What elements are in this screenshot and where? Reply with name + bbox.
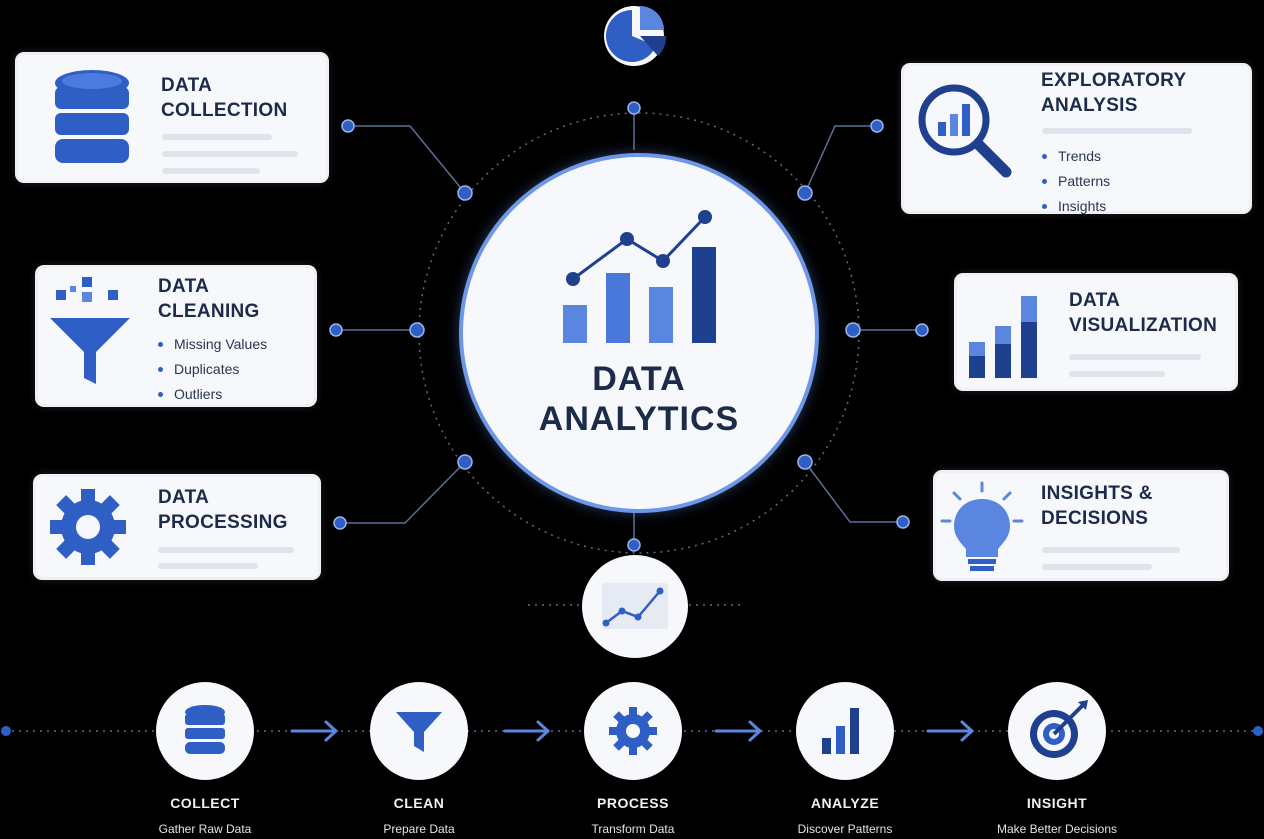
card-exploratory-analysis: EXPLORATORY ANALYSIS Trends Patterns Ins… [904, 66, 1249, 214]
step-label: COLLECT [170, 795, 240, 811]
step-analyze [796, 682, 894, 780]
text-placeholder-line [1069, 354, 1201, 360]
lightbulb-icon [940, 481, 1024, 571]
database-icon [185, 705, 225, 754]
text-placeholder-line [162, 168, 260, 174]
gear-icon [50, 489, 126, 565]
bar-chart-icon [822, 708, 859, 754]
text-placeholder-line [162, 134, 272, 140]
step-subtitle: Prepare Data [383, 822, 455, 836]
step-subtitle: Make Better Decisions [996, 822, 1118, 836]
step-label: INSIGHT [1026, 795, 1088, 811]
list-item: Missing Values [158, 332, 267, 357]
database-icon [55, 70, 129, 163]
cleaning-items-list: Missing Values Duplicates Outliers [158, 332, 267, 407]
step-subtitle: Discover Patterns [797, 822, 893, 836]
card-data-processing: DATA PROCESSING [36, 477, 318, 577]
text-placeholder-line [1069, 371, 1165, 377]
step-collect [156, 682, 254, 780]
bar-chart-icon [969, 296, 1037, 378]
card-title: DATA VISUALIZATION [1069, 290, 1218, 336]
funnel-icon [50, 277, 130, 384]
step-label: PROCESS [597, 795, 669, 811]
card-title: DATA COLLECTION [161, 75, 288, 121]
card-title: DATA PROCESSING [158, 487, 288, 533]
hub-title: DATA ANALYTICS [538, 360, 740, 438]
text-placeholder-line [1042, 547, 1180, 553]
list-item: Patterns [1042, 169, 1110, 194]
text-placeholder-line [162, 151, 298, 157]
card-data-collection: DATA COLLECTION [18, 55, 326, 180]
step-process [584, 682, 682, 780]
step-label: CLEAN [393, 795, 445, 811]
list-item: Duplicates [158, 357, 267, 382]
step-subtitle: Gather Raw Data [158, 822, 252, 836]
card-insights-decisions: INSIGHTS & DECISIONS [936, 473, 1226, 578]
line-chart-badge [582, 555, 688, 658]
funnel-icon [396, 712, 442, 752]
step-label: ANALYZE [810, 795, 880, 811]
gear-icon [609, 707, 657, 755]
trend-bar-chart-icon [563, 210, 716, 343]
list-item: Outliers [158, 382, 267, 407]
data-analytics-hub: DATA ANALYTICS [463, 157, 815, 509]
line-chart-icon [602, 583, 668, 629]
magnifier-chart-icon [918, 84, 1012, 178]
text-placeholder-line [1042, 564, 1152, 570]
step-subtitle: Transform Data [591, 822, 675, 836]
exploratory-items-list: Trends Patterns Insights [1042, 144, 1110, 219]
card-title: EXPLORATORY ANALYSIS [1041, 70, 1187, 116]
list-item: Insights [1042, 194, 1110, 219]
card-data-visualization: DATA VISUALIZATION [957, 276, 1235, 388]
target-icon [1030, 700, 1088, 758]
text-placeholder-line [158, 563, 258, 569]
list-item: Trends [1042, 144, 1110, 169]
step-clean [370, 682, 468, 780]
card-title: INSIGHTS & DECISIONS [1041, 483, 1153, 529]
text-placeholder-line [158, 547, 294, 553]
text-placeholder-line [1042, 128, 1192, 134]
card-data-cleaning: DATA CLEANING Missing Values Duplicates … [38, 268, 314, 404]
card-title: DATA CLEANING [158, 276, 260, 322]
step-insight [1008, 682, 1106, 780]
